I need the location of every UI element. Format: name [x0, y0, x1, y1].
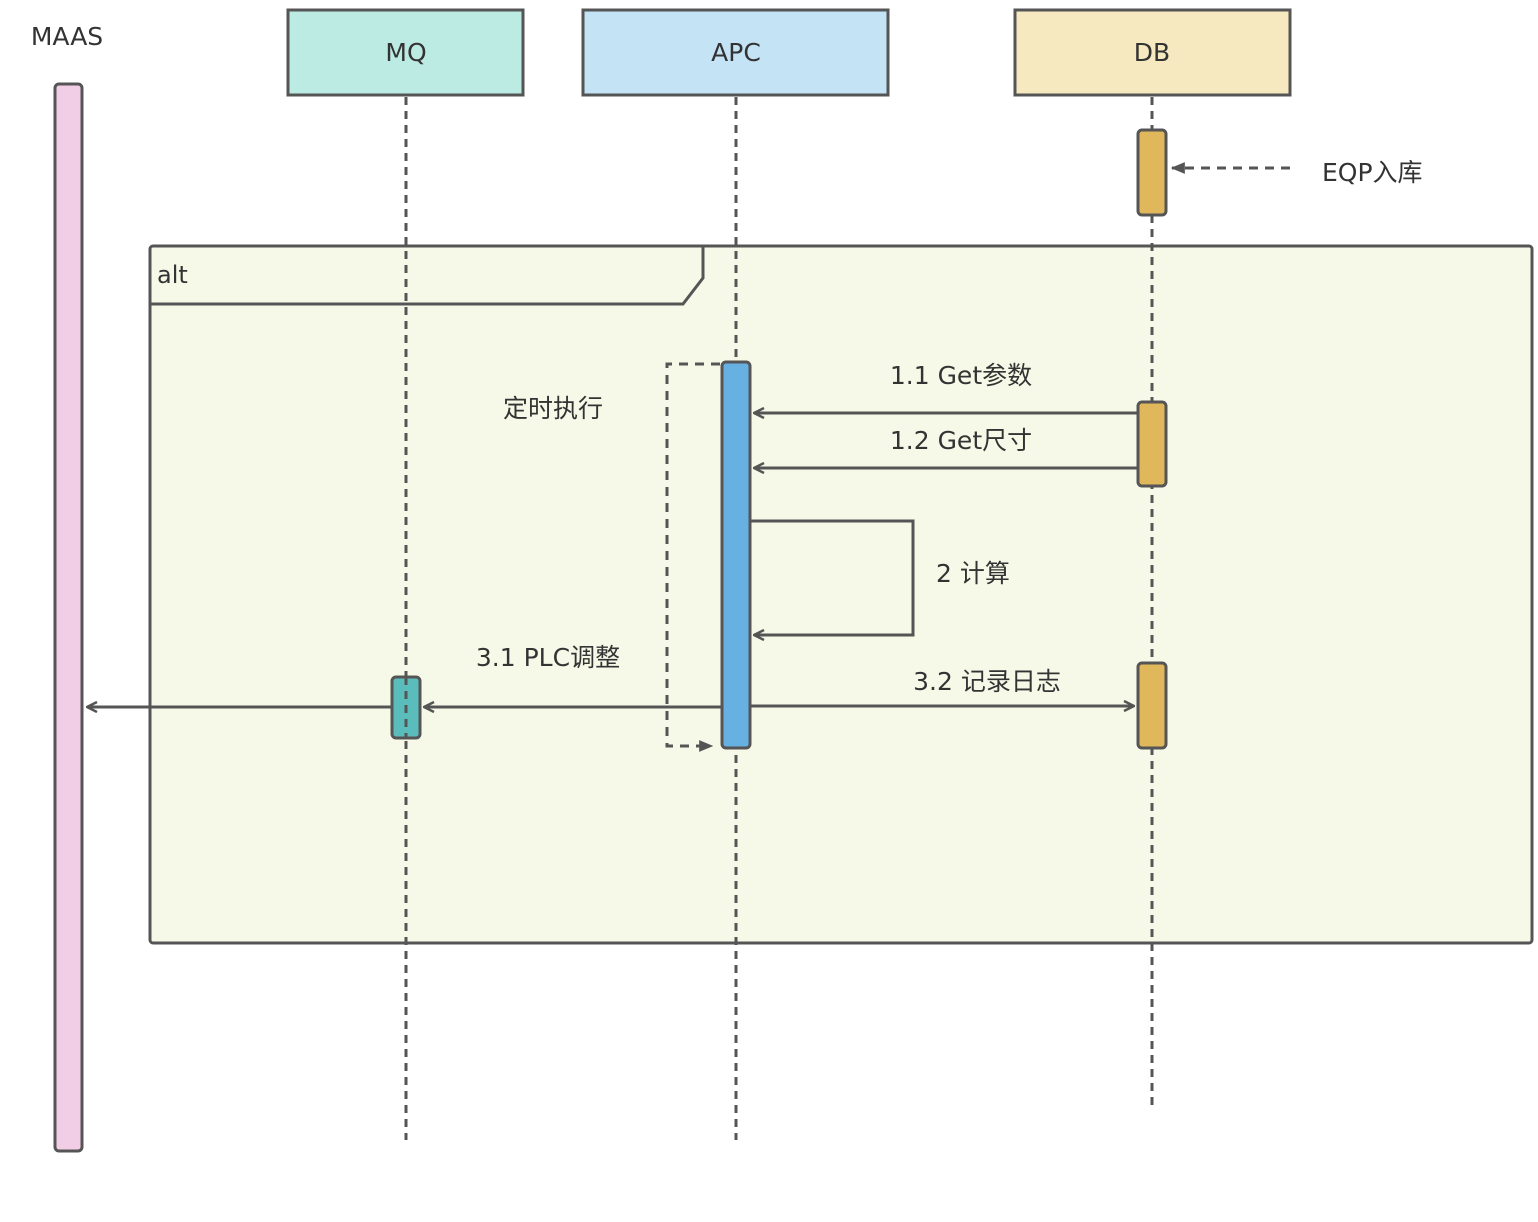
participant-mq: MQ — [286, 8, 525, 97]
db-activation-get — [1136, 400, 1168, 488]
participant-db-box — [1013, 8, 1292, 97]
alt-fragment-label: alt — [157, 261, 188, 289]
arrow-compute — [751, 519, 915, 635]
participant-apc-label: APC — [711, 38, 761, 67]
db-activation-store — [1136, 128, 1168, 217]
label-get-params: 1.1 Get参数 — [890, 361, 1032, 390]
label-get-size: 1.2 Get尺寸 — [890, 426, 1032, 455]
participant-db-label: DB — [1134, 38, 1170, 67]
db-activation-log — [1136, 661, 1168, 750]
participant-mq-label: MQ — [385, 38, 426, 67]
participant-db: DB — [1013, 8, 1292, 97]
participant-maas-label: MAAS — [31, 22, 103, 51]
alt-fragment-frame — [148, 244, 1534, 945]
participant-mq-box — [286, 8, 525, 97]
alt-fragment-tab — [150, 246, 705, 306]
label-plc-adjust: 3.1 PLC调整 — [476, 643, 620, 672]
label-compute: 2 计算 — [936, 559, 1010, 588]
label-log-record: 3.2 记录日志 — [913, 667, 1061, 696]
arrow-timer-loop — [665, 362, 720, 752]
alt-fragment: alt — [148, 244, 1534, 945]
participant-apc-box — [581, 8, 890, 97]
label-eqp-store: EQP入库 — [1322, 158, 1423, 187]
label-timer: 定时执行 — [503, 394, 603, 423]
maas-activation — [53, 82, 84, 1153]
apc-activation — [720, 360, 752, 750]
participant-apc: APC — [581, 8, 890, 97]
